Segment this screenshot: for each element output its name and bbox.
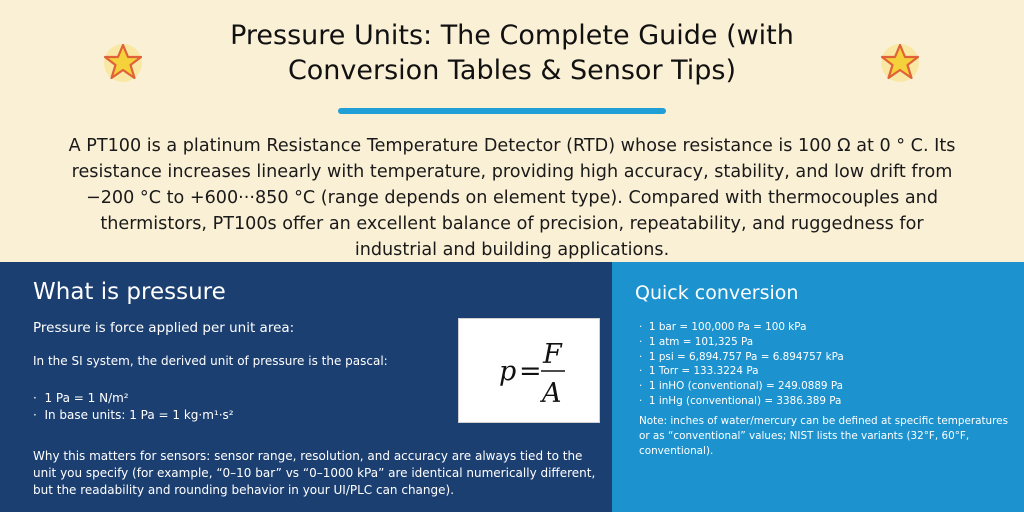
conversion-list: 1 bar = 100,000 Pa = 100 kPa 1 atm = 101… xyxy=(639,320,844,409)
intro-paragraph: A PT100 is a platinum Resistance Tempera… xyxy=(68,136,956,260)
sensor-note: Why this matters for sensors: sensor ran… xyxy=(33,449,596,497)
si-unit-text: In the SI system, the derived unit of pr… xyxy=(33,354,388,368)
list-item: 1 bar = 100,000 Pa = 100 kPa xyxy=(639,320,844,335)
section-subheading: Pressure is force applied per unit area: xyxy=(33,320,295,336)
what-is-pressure-panel: What is pressure Pressure is force appli… xyxy=(0,262,612,512)
list-item: 1 atm = 101,325 Pa xyxy=(639,335,844,350)
page-title: Pressure Units: The Complete Guide (with… xyxy=(230,20,794,86)
formula-numerator: F xyxy=(542,339,563,370)
header-section: Pressure Units: The Complete Guide (with… xyxy=(68,20,956,260)
list-item: 1 inHO (conventional) = 249.0889 Pa xyxy=(639,379,844,394)
star-icon xyxy=(103,43,143,82)
pressure-formula: p = F A xyxy=(458,318,600,423)
list-item: 1 Torr = 133.3224 Pa xyxy=(639,364,844,379)
list-item: In base units: 1 Pa = 1 kg·m¹·s² xyxy=(33,407,233,424)
formula-lhs: p xyxy=(499,356,516,387)
section-heading: What is pressure xyxy=(33,279,226,305)
formula-denominator: A xyxy=(539,378,562,409)
list-item: 1 Pa = 1 N/m² xyxy=(33,390,234,407)
pascal-definition-list: 1 Pa = 1 N/m² In base units: 1 Pa = 1 kg… xyxy=(33,390,234,424)
formula-equals: = xyxy=(519,356,542,387)
star-icon xyxy=(880,43,920,82)
list-item: 1 inHg (conventional) = 3386.389 Pa xyxy=(639,394,844,409)
quick-conversion-panel: Quick conversion 1 bar = 100,000 Pa = 10… xyxy=(612,262,1024,512)
title-underline xyxy=(338,108,666,114)
section-heading: Quick conversion xyxy=(635,282,799,304)
conversion-note: Note: inches of water/mercury can be def… xyxy=(639,415,1008,457)
list-item: 1 psi = 6,894.757 Pa = 6.894757 kPa xyxy=(639,350,844,365)
